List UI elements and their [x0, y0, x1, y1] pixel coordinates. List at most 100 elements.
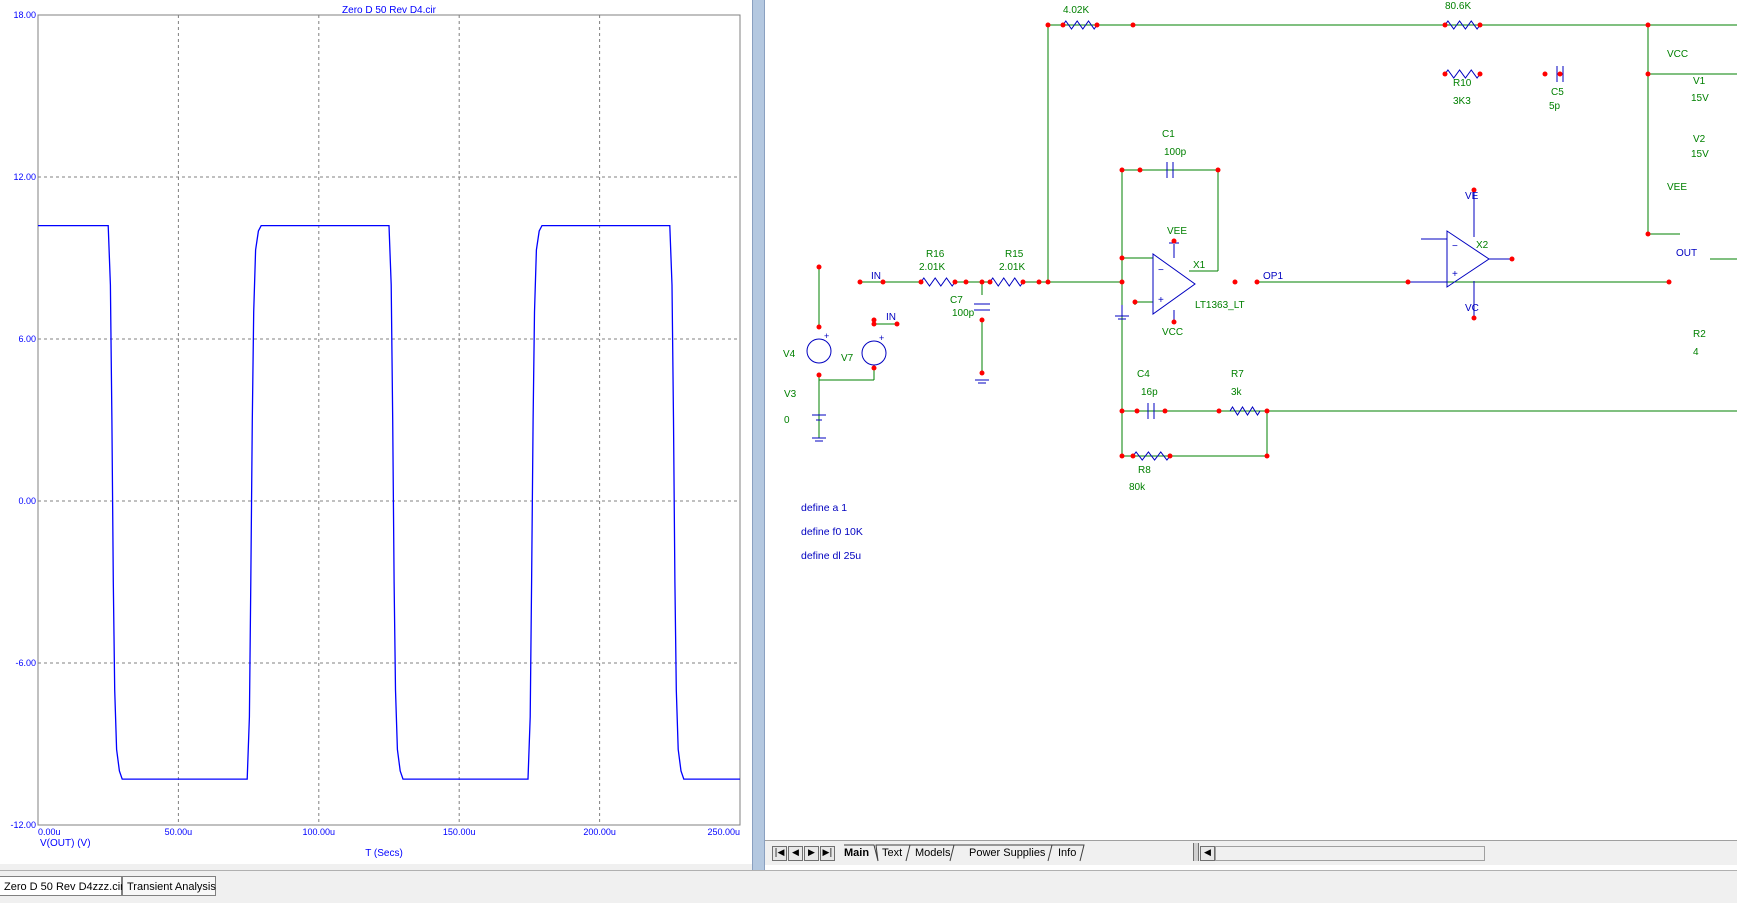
circuit-node — [1046, 23, 1051, 28]
circuit-node — [1120, 409, 1125, 414]
circuit-node — [858, 280, 863, 285]
circuit-node — [1233, 280, 1238, 285]
circuit-node — [1046, 280, 1051, 285]
circuit-node — [1216, 168, 1221, 173]
circuit-node — [1120, 280, 1125, 285]
y-tick-label: -6.00 — [15, 658, 36, 668]
circuit-node — [1443, 23, 1448, 28]
tab-power-supplies[interactable]: Power Supplies — [969, 845, 1045, 861]
label-r10: R10 — [1453, 78, 1472, 89]
label-vee-bottom: VEE — [1667, 182, 1687, 193]
label-v3: V3 — [784, 389, 797, 400]
circuit-node — [919, 280, 924, 285]
voltage-source — [862, 341, 886, 365]
plot-frame — [38, 15, 740, 825]
label-r-top: 4.02K — [1063, 5, 1089, 16]
label-vee-x1: VEE — [1167, 226, 1187, 237]
resistor — [921, 278, 955, 286]
label-op1: OP1 — [1263, 271, 1283, 282]
label-r16-val: 2.01K — [919, 262, 945, 273]
schematic-labels: 4.02K 80.6K R10 3K3 C5 5p C1 100p VEE VC… — [783, 1, 1709, 493]
circuit-node — [1510, 257, 1515, 262]
circuit-node — [1646, 23, 1651, 28]
label-c4-val: 16p — [1141, 387, 1158, 398]
tab-models[interactable]: Models — [915, 845, 950, 861]
resistor — [1445, 21, 1480, 29]
scroll-left-button[interactable]: ◀ — [1200, 846, 1215, 861]
circuit-node — [1120, 454, 1125, 459]
label-r15: R15 — [1005, 249, 1024, 260]
label-r16: R16 — [926, 249, 945, 260]
circuit-node — [1172, 320, 1177, 325]
tab-info[interactable]: Info — [1058, 845, 1076, 861]
tab-main[interactable]: Main — [844, 845, 869, 861]
label-r2: R2 — [1693, 329, 1706, 340]
prev-sheet-button[interactable]: ◀ — [788, 846, 803, 861]
label-r7-val: 3k — [1231, 387, 1243, 398]
resistor — [1133, 452, 1170, 460]
circuit-node — [1478, 23, 1483, 28]
circuit-node — [872, 322, 877, 327]
x-axis-label: T (Secs) — [365, 848, 403, 859]
schematic-pane: −+−+++ 4.02K 80.6K R10 3K3 C5 5p C1 100p… — [765, 0, 1737, 840]
label-v7: V7 — [841, 353, 854, 364]
x-tick-label: 250.00u — [707, 827, 740, 837]
circuit-node — [1120, 256, 1125, 261]
horizontal-scrollbar[interactable] — [1215, 846, 1485, 861]
circuit-node — [1021, 280, 1026, 285]
circuit-node — [953, 280, 958, 285]
y-tick-label: 18.00 — [13, 10, 36, 20]
doc-tab-circuit[interactable]: Zero D 50 Rev D4zzz.cir — [0, 876, 122, 896]
label-r7: R7 — [1231, 369, 1244, 380]
pane-splitter[interactable] — [752, 0, 765, 870]
label-v2-val: 15V — [1691, 149, 1709, 160]
y-tick-label: 0.00 — [18, 496, 36, 506]
circuit-node — [1095, 23, 1100, 28]
label-r8-val: 80k — [1129, 482, 1146, 493]
circuit-node — [1646, 232, 1651, 237]
define-line: define dl 25u — [801, 550, 861, 562]
circuit-node — [980, 318, 985, 323]
doc-tab-transient-analysis[interactable]: Transient Analysis — [122, 876, 216, 896]
label-x1-model: LT1363_LT — [1195, 300, 1245, 311]
circuit-node — [980, 371, 985, 376]
schematic-components: −+−+++ — [807, 21, 1737, 460]
label-c5: C5 — [1551, 87, 1564, 98]
circuit-node — [1131, 454, 1136, 459]
circuit-node — [1406, 280, 1411, 285]
first-sheet-button[interactable]: |◀ — [772, 846, 787, 861]
resistor — [1063, 21, 1097, 29]
circuit-node — [1172, 239, 1177, 244]
next-sheet-button[interactable]: ▶ — [804, 846, 819, 861]
label-in2: IN — [886, 312, 896, 323]
last-sheet-button[interactable]: ▶| — [820, 846, 835, 861]
circuit-node — [817, 325, 822, 330]
y-tick-label: 12.00 — [13, 172, 36, 182]
schematic-wires — [819, 25, 1737, 456]
circuit-node — [1131, 23, 1136, 28]
document-tab-bar — [0, 870, 1737, 903]
circuit-node — [872, 366, 877, 371]
circuit-node — [1667, 280, 1672, 285]
circuit-node — [964, 280, 969, 285]
label-vcc-x1: VCC — [1162, 327, 1183, 338]
circuit-node — [1168, 454, 1173, 459]
circuit-node — [1217, 409, 1222, 414]
define-line: define a 1 — [801, 502, 847, 514]
circuit-node — [1138, 168, 1143, 173]
circuit-node — [1478, 72, 1483, 77]
circuit-node — [1061, 23, 1066, 28]
vout-trace — [38, 226, 740, 780]
tab-text[interactable]: Text — [882, 845, 902, 861]
schematic-canvas: −+−+++ 4.02K 80.6K R10 3K3 C5 5p C1 100p… — [765, 0, 1737, 840]
define-line: define f0 10K — [801, 526, 863, 538]
transient-plot: Zero D 50 Rev D4.cir 18.0012.006.000.00-… — [0, 0, 752, 864]
x-tick-label: 200.00u — [583, 827, 616, 837]
tab-bar-separator[interactable] — [1193, 843, 1199, 861]
circuit-node — [1120, 168, 1125, 173]
voltage-source — [807, 339, 831, 363]
